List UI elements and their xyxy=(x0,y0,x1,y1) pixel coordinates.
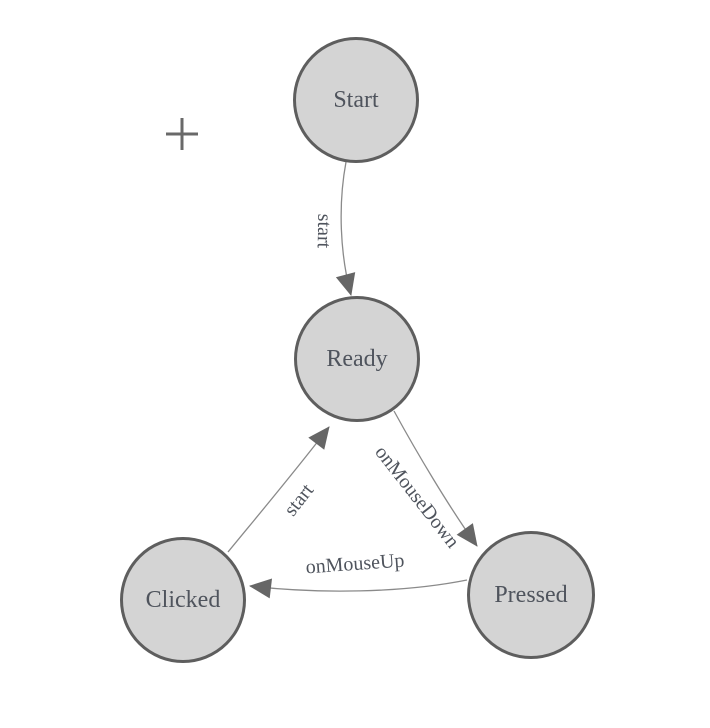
node-ready-label: Ready xyxy=(326,346,387,372)
edge-start-to-ready[interactable] xyxy=(335,161,356,296)
plus-cross-icon xyxy=(166,118,198,150)
edge-label-clicked-to-ready[interactable]: start xyxy=(280,479,319,520)
node-pressed[interactable]: Pressed xyxy=(467,531,595,659)
edge-pressed-to-clicked[interactable] xyxy=(249,578,468,599)
node-start-label: Start xyxy=(333,87,379,113)
node-clicked-circle[interactable] xyxy=(120,537,246,663)
edge-label-ready-to-pressed[interactable]: onMouseDown xyxy=(370,442,463,553)
node-ready-circle[interactable] xyxy=(294,296,420,422)
nodes-layer: Start Ready Clicked Pressed xyxy=(120,37,595,663)
edges-layer xyxy=(227,161,478,599)
edge-clicked-to-ready[interactable] xyxy=(227,426,330,553)
node-pressed-label: Pressed xyxy=(494,582,567,608)
edge-label-start-to-ready[interactable]: start xyxy=(313,214,336,249)
node-pressed-circle[interactable] xyxy=(467,531,595,659)
node-start[interactable]: Start xyxy=(293,37,419,163)
node-ready[interactable]: Ready xyxy=(294,296,420,422)
node-clicked[interactable]: Clicked xyxy=(120,537,246,663)
edge-label-pressed-to-clicked[interactable]: onMouseUp xyxy=(305,550,405,579)
edge-ready-to-pressed[interactable] xyxy=(393,410,478,547)
node-clicked-label: Clicked xyxy=(146,587,221,613)
node-start-circle[interactable] xyxy=(293,37,419,163)
